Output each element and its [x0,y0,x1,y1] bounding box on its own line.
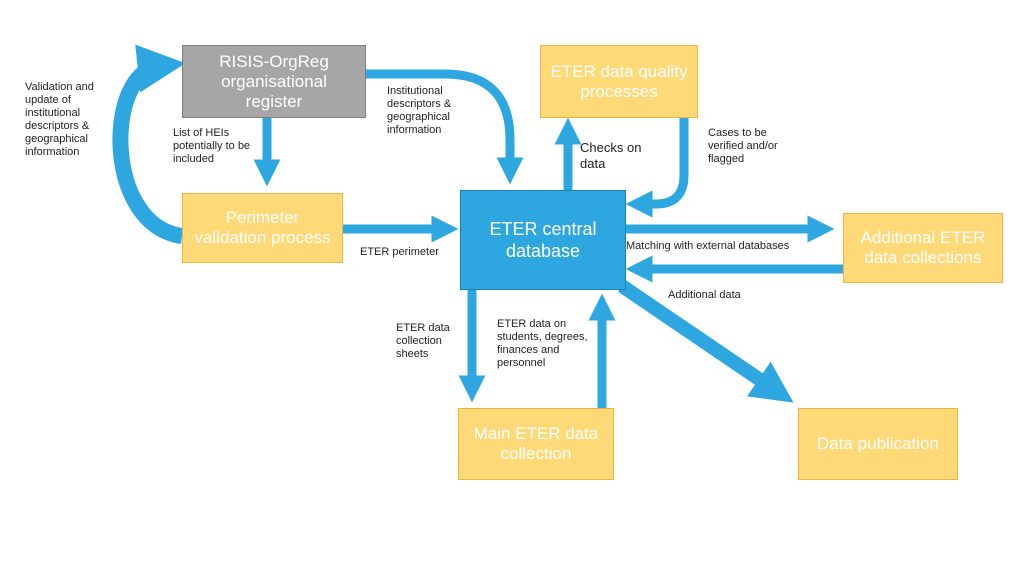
orgreg-box: RISIS-OrgReg organisational register [182,45,366,118]
additional-box: Additional ETER data collections [843,213,1003,283]
label-data-on: ETER data on students, degrees, finances… [497,318,588,369]
arrow-orgreg-to-central [366,69,524,185]
label-list-heis: List of HEIs potentially to be included [173,127,251,165]
label-institutional: Institutional descriptors & geographical… [387,85,452,136]
quality-box: ETER data quality processes [540,45,698,118]
label-cases: Cases to be verified and/or flagged [708,127,778,165]
label-validation: Validation and update of institutional d… [25,81,94,158]
label-checks: Checks on data [580,140,642,171]
publication-box: Data publication [798,408,958,480]
label-additional-data: Additional data [668,289,741,301]
central-database-box: ETER central database [460,190,626,290]
label-matching: Matching with external databases [626,240,790,252]
arrow-central-to-publication [618,280,794,403]
arrow-quality-to-central [625,118,689,218]
arrow-perimeter-to-orgreg [112,44,186,244]
main-collection-box: Main ETER data collection [458,408,614,480]
perimeter-box: Perimeter validation process [182,193,343,263]
label-perimeter-flow: ETER perimeter [360,246,439,258]
label-collection-sheets: ETER data collection sheets [396,322,450,360]
